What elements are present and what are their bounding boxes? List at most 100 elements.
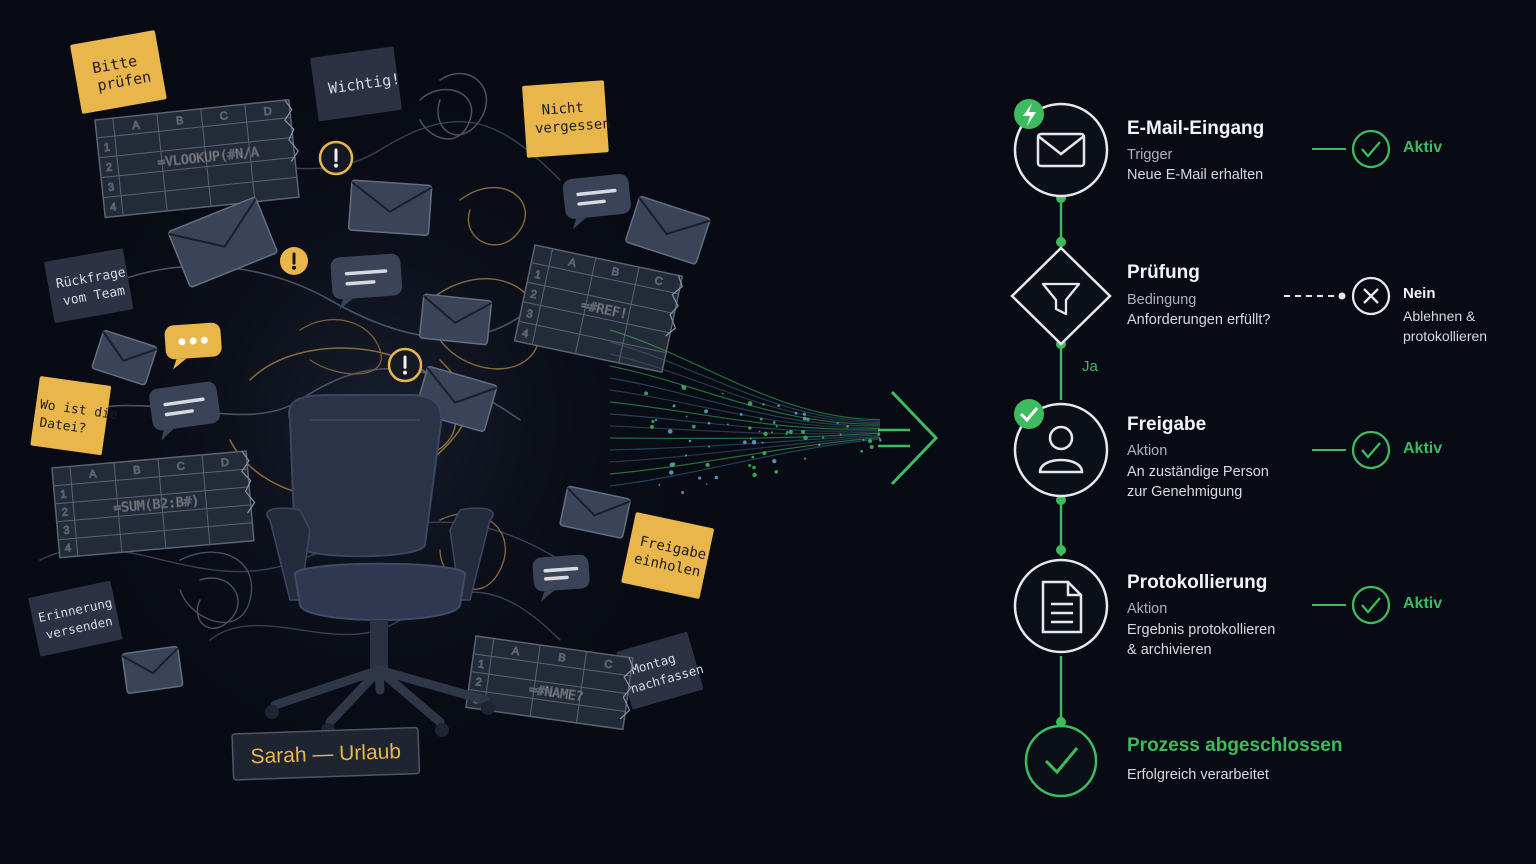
status-check-icon (1361, 442, 1381, 459)
nameplate: Sarah — Urlaub (231, 726, 421, 781)
alert-icon (280, 247, 308, 275)
particle-dot (759, 417, 763, 421)
sticky-note-nicht-vergessen: Nichtvergessen (522, 80, 611, 158)
check-icon (1044, 747, 1079, 775)
status-check-icon (1361, 141, 1381, 158)
step-2-type: Bedingung (1127, 292, 1197, 308)
step-3-title: Freigabe (1127, 414, 1207, 435)
sheet-col-header: D (220, 457, 229, 470)
mail-icon (1036, 132, 1086, 168)
sheet-row-header: 2 (61, 506, 68, 518)
step-3-type: Aktion (1127, 443, 1168, 459)
branch-no-label: Nein (1403, 285, 1436, 302)
step-logging-node (1013, 558, 1109, 654)
particle-dot (688, 439, 692, 443)
sticky-note-wichtig: Wichtig! (310, 46, 402, 122)
sheet-col-header: D (263, 106, 272, 119)
typing-bubble-icon (164, 322, 222, 370)
particle-dot (818, 443, 821, 447)
branch-no-desc: Ablehnen & protokollieren (1403, 308, 1488, 344)
particle-dot (879, 438, 882, 442)
particle-dot (707, 421, 711, 425)
envelope-icon (168, 196, 278, 288)
particle-dot (786, 431, 789, 434)
sheet-col-header: B (611, 266, 621, 279)
note-6-bg (621, 512, 714, 599)
particle-dot (650, 425, 654, 429)
particle-dot (772, 421, 776, 424)
motion-streak (609, 425, 881, 435)
sheet-col-header: C (219, 110, 228, 123)
alert-icon (318, 140, 354, 176)
motion-streak (609, 401, 881, 430)
particle-dot (846, 425, 849, 428)
sticky-note-montag-nachfassen: Montagnachfassen (616, 632, 705, 710)
chat-bubbles (149, 173, 631, 602)
particle-dot (748, 464, 752, 468)
particle-dot (684, 454, 688, 457)
sheet-row-header: 3 (63, 524, 70, 536)
sheet-row-header: 1 (103, 142, 110, 155)
branch-yes-label: Ja (1082, 358, 1098, 375)
sheet-col-header: B (557, 652, 566, 665)
particle-dot (748, 426, 752, 430)
particle-dot (691, 424, 696, 429)
particle-dot (761, 441, 764, 444)
sheet-col-header: C (604, 658, 614, 671)
envelope-icon (559, 485, 631, 539)
particle-dot (751, 455, 755, 459)
step-3-desc: An zuständige Person zur Genehmigung (1127, 464, 1269, 500)
particle-dot (758, 430, 761, 433)
sheet-col-header: B (133, 464, 141, 477)
sticky-note-freigabe-einholen: Freigabeeinholen (621, 512, 714, 599)
sheet-row-header: 2 (105, 162, 112, 175)
transition-arrow (609, 329, 939, 495)
user-icon (1038, 425, 1084, 474)
step-approval-node (1013, 399, 1109, 498)
particle-dot (749, 437, 752, 440)
branch-no (1284, 276, 1391, 316)
step-1-type: Trigger (1127, 147, 1173, 163)
particle-dot (794, 411, 798, 415)
note-5-bg (30, 376, 112, 456)
motion-streak (609, 413, 881, 432)
sheet-row-header: 2 (529, 288, 537, 301)
step-4-status: Aktiv (1403, 595, 1443, 612)
status-logging (1312, 585, 1391, 625)
particle-dot (774, 470, 779, 474)
motion-streak (609, 341, 881, 422)
particle-dot (669, 470, 674, 475)
note-8-bg (616, 632, 704, 710)
particle-dot (681, 491, 685, 495)
arrow-head (890, 390, 939, 486)
sheet-row-header: 1 (477, 658, 485, 671)
particle-dot (739, 412, 743, 416)
particle-dot (788, 429, 793, 434)
sheet-col-header: C (653, 275, 663, 288)
document-icon (1041, 580, 1083, 634)
step-4-title: Protokollierung (1127, 572, 1268, 593)
note-4-bg (44, 248, 134, 323)
sheet-col-header: A (511, 645, 521, 658)
particle-dot (704, 409, 709, 414)
step-4-desc: Ergebnis protokollieren & archivieren (1127, 622, 1276, 658)
status-approval (1312, 430, 1391, 470)
close-icon (1363, 288, 1379, 304)
sheet-torn-edge (284, 99, 299, 163)
note-3-bg (522, 80, 609, 158)
sticky-note-wo-ist-die-datei: Wo ist dieDatei? (30, 376, 119, 456)
particle-dot (777, 404, 780, 407)
motion-streak (609, 353, 881, 424)
sheet-col-header: A (567, 256, 577, 269)
note-3-line-1: Nicht (541, 100, 584, 119)
svg-text:Nichtvergessen: Nichtvergessen (533, 98, 611, 137)
particle-dot (651, 419, 655, 424)
particle-dot (672, 404, 676, 408)
step-2-desc: Anforderungen erfüllt? (1127, 312, 1271, 328)
particle-dot (705, 462, 710, 468)
sheet-col-header: A (89, 468, 98, 481)
particle-dot (868, 439, 873, 444)
particle-dot (775, 425, 778, 428)
